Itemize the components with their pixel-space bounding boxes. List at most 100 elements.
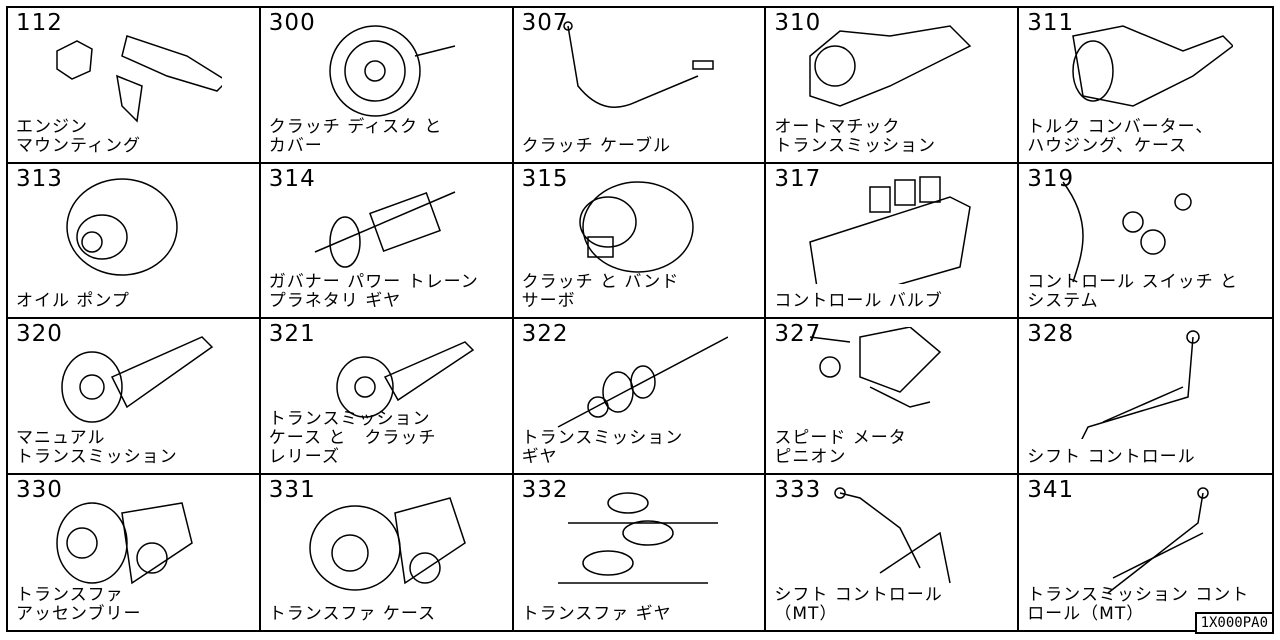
figure-reference-code: 1X000PA0: [1194, 612, 1274, 634]
part-group-label-line: トランスファ ギヤ: [521, 604, 672, 624]
part-group-label-line: スピード メータ: [774, 427, 907, 448]
catalog-cell-307[interactable]: 307 クラッチ ケーブル: [513, 8, 767, 164]
clutch-band-icon: [548, 172, 728, 284]
part-group-code: 321: [268, 321, 316, 347]
part-group-label-line: トランスミッション: [268, 408, 431, 429]
part-group-code: 333: [774, 476, 822, 503]
part-group-label-line: マウンティング: [16, 135, 141, 156]
speedometer-pinion-icon: [800, 326, 980, 439]
part-group-label: オイル ポンプ: [16, 292, 130, 311]
clutch-cable-icon: [548, 16, 728, 128]
transmission-gear-icon: [548, 327, 728, 439]
automatic-transmission-icon: [800, 16, 980, 128]
catalog-cell-333[interactable]: 333 シフト コントロール（MT）: [766, 474, 1020, 630]
part-group-label: トランスファ ケース: [269, 605, 436, 624]
catalog-cell-341[interactable]: 341 トランスミッション コントロール（MT）: [1019, 475, 1272, 631]
part-group-label-line: ケース と クラッチ: [268, 427, 437, 448]
part-group-label-line: シフト コントロール: [1027, 446, 1196, 467]
part-group-label-line: トランスミッション: [774, 135, 937, 156]
engine-mount-icon: [42, 16, 229, 128]
catalog-cell-320[interactable]: 320 マニュアルトランスミッション: [8, 319, 261, 475]
part-group-label-line: ガバナー パワー トレーン: [268, 272, 479, 292]
catalog-cell-319[interactable]: 319 コントロール スイッチ とシステム: [1019, 164, 1272, 319]
catalog-cell-328[interactable]: 328 シフト コントロール: [1019, 319, 1272, 475]
part-group-label: マニュアルトランスミッション: [16, 427, 178, 467]
transfer-case-icon: [295, 483, 475, 595]
part-group-label-line: トランスミッション コント: [1027, 585, 1250, 605]
part-group-label-line: マニュアル: [16, 427, 106, 448]
catalog-cell-300[interactable]: 300 クラッチ ディスク とカバー: [260, 8, 514, 164]
part-group-label-line: トランスファ: [16, 585, 124, 605]
part-group-label-line: エンジン: [16, 116, 88, 137]
part-group-label-line: ロール（MT）: [1027, 604, 1145, 624]
part-group-label: トランスファアッセンブリー: [16, 586, 142, 624]
part-group-label-line: オートマチック: [774, 116, 901, 137]
part-group-label: トランスミッションケース と クラッチレリーズ: [268, 408, 437, 467]
part-group-label-line: プラネタリ ギヤ: [268, 291, 402, 311]
part-group-label-line: レリーズ: [268, 446, 340, 467]
part-group-code: 310: [774, 10, 822, 36]
part-group-label-line: アッセンブリー: [16, 604, 142, 624]
catalog-cell-332[interactable]: 332 トランスファ ギヤ: [514, 474, 767, 630]
clutch-disc-icon: [295, 16, 475, 128]
part-group-code: 320: [16, 321, 63, 347]
part-group-label: コントロール バルブ: [774, 292, 942, 311]
part-group-label-line: システム: [1027, 291, 1099, 311]
torque-converter-icon: [1053, 16, 1235, 128]
part-group-code: 307: [521, 10, 569, 36]
catalog-cell-317[interactable]: 317 コントロール バルブ: [766, 163, 1020, 319]
part-group-label: シフト コントロール（MT）: [774, 586, 942, 624]
part-group-label: シフト コントロール: [1027, 446, 1196, 467]
part-group-code: 311: [1027, 10, 1075, 36]
part-group-code: 328: [1027, 321, 1075, 347]
part-group-label-line: コントロール スイッチ と: [1027, 272, 1238, 292]
part-group-label: トランスミッションギヤ: [521, 427, 684, 467]
part-group-label-line: ピニオン: [774, 446, 847, 467]
part-group-label: トランスファ ギヤ: [522, 605, 672, 624]
part-group-label-line: コントロール バルブ: [774, 291, 943, 311]
part-group-label-line: カバー: [268, 135, 323, 156]
part-group-label-line: シフト コントロール: [774, 585, 943, 605]
oil-pump-icon: [42, 172, 222, 284]
part-group-label-line: トランスミッション: [16, 446, 178, 467]
part-group-label-line: トランスファ ケース: [268, 604, 437, 624]
part-group-label: オートマチックトランスミッション: [774, 116, 937, 156]
part-group-label-line: サーボ: [521, 291, 576, 311]
part-group-code: 300: [268, 10, 316, 36]
transmission-case-icon: [295, 327, 475, 439]
catalog-cell-311[interactable]: 311 トルク コンバーター、ハウジング、ケース: [1019, 8, 1272, 164]
catalog-cell-321[interactable]: 321 トランスミッションケース と クラッチレリーズ: [260, 319, 514, 475]
part-group-code: 315: [521, 165, 569, 192]
part-group-label: トルク コンバーター、ハウジング、ケース: [1027, 116, 1214, 156]
part-group-code: 322: [521, 321, 569, 347]
control-valve-icon: [800, 172, 980, 308]
catalog-cell-310[interactable]: 310 オートマチックトランスミッション: [766, 8, 1020, 164]
part-group-code: 314: [268, 165, 316, 192]
catalog-cell-331[interactable]: 331 トランスファ ケース: [261, 474, 514, 630]
part-group-code: 319: [1027, 165, 1075, 192]
catalog-cell-322[interactable]: 322 トランスミッションギヤ: [513, 319, 767, 475]
part-group-label: スピード メータピニオン: [774, 427, 907, 467]
catalog-cell-314[interactable]: 314 ガバナー パワー トレーンプラネタリ ギヤ: [260, 163, 514, 319]
part-group-label-line: トルク コンバーター、: [1027, 116, 1214, 137]
part-group-label-line: （MT）: [774, 604, 838, 624]
shift-control-mt-icon: [800, 483, 980, 595]
part-group-label-line: クラッチ ケーブル: [521, 135, 671, 156]
part-group-code: 331: [268, 476, 316, 503]
part-group-label: コントロール スイッチ とシステム: [1027, 273, 1238, 311]
part-group-label: クラッチ ケーブル: [521, 135, 671, 156]
part-group-code: 332: [521, 476, 569, 503]
part-group-code: 341: [1027, 476, 1075, 503]
transmission-control-mt-icon: [1053, 483, 1233, 595]
part-group-label-line: クラッチ ディスク と: [268, 116, 443, 137]
manual-transmission-icon: [42, 327, 222, 439]
part-group-label-line: トランスミッション: [521, 427, 684, 448]
part-group-code: 317: [774, 165, 822, 192]
control-switch-icon: [1053, 172, 1233, 284]
transfer-gear-icon: [548, 483, 728, 595]
